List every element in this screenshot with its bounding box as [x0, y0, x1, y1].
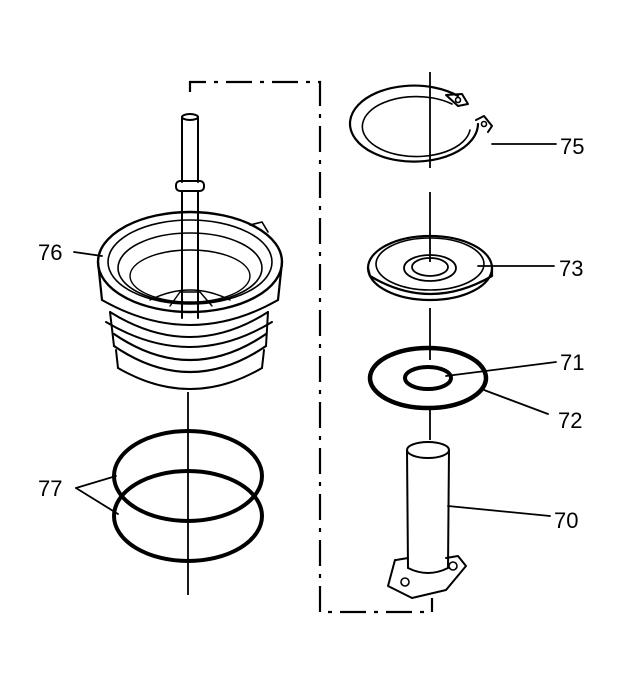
leader-72 [483, 389, 549, 415]
seal-ring-small [403, 365, 453, 391]
shaft [175, 113, 205, 319]
callout-72: 72 [558, 408, 582, 433]
callout-70: 70 [554, 508, 578, 533]
callout-71: 71 [560, 350, 584, 375]
alignment-dash-line [188, 80, 434, 614]
callout-76: 76 [38, 240, 62, 265]
pin-bracket [387, 441, 467, 599]
seal-ring-large [367, 345, 489, 411]
o-ring-lower [112, 469, 264, 563]
snap-ring [348, 84, 493, 163]
piston-housing [96, 210, 284, 390]
leader-71 [445, 361, 557, 377]
callout-75: 75 [560, 134, 584, 159]
callout-73: 73 [559, 256, 583, 281]
callout-77: 77 [38, 476, 62, 501]
leader-77-a [75, 475, 117, 489]
leader-70 [447, 505, 551, 517]
leader-77-b [75, 487, 119, 515]
retainer-plate [366, 234, 494, 302]
leader-76 [73, 251, 103, 257]
